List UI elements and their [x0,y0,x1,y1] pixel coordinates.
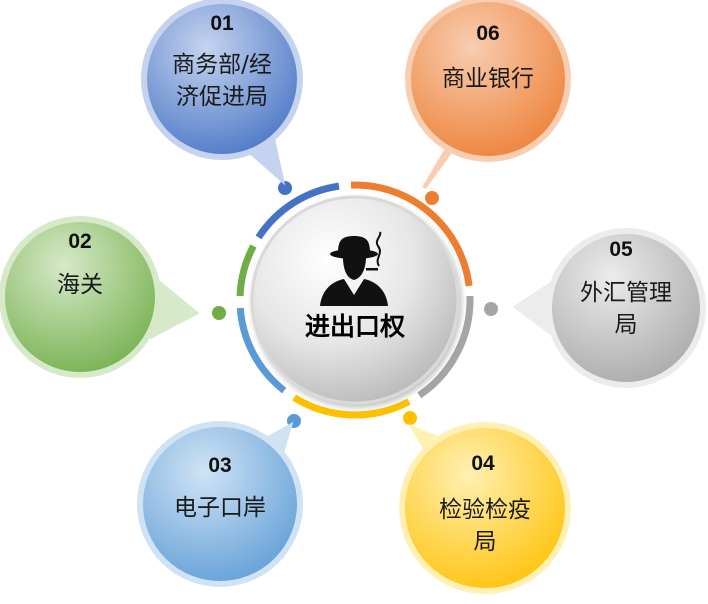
node-label-03-line-1: 电子口岸 [174,495,266,521]
connector-dot-01 [278,181,292,195]
ring-segment-06 [350,181,473,287]
node-number-05: 05 [609,238,633,261]
center-label: 进出口权 [305,312,405,341]
node-number-03: 03 [208,454,231,477]
node-label-01-line-1: 商务部/经 [172,52,272,78]
node-label-05-line-2: 局 [615,312,638,338]
node-label-02-line-1: 海关 [57,272,103,298]
node-number-06: 06 [476,22,499,45]
node-number-01: 01 [210,12,234,35]
center-node: 进出口权 [250,195,460,405]
bubble-02 [0,216,161,378]
connector-dot-06 [425,191,439,205]
connector-dots [212,181,498,428]
node-number-02: 02 [68,230,91,253]
node-03: 03 电子口岸 [137,421,303,587]
bubble-04 [399,422,571,594]
node-number-04: 04 [471,452,495,475]
bubble-01 [141,0,303,160]
ring-segment-01 [255,182,340,240]
node-02: 02 海关 [0,216,200,378]
bubble-06 [405,0,571,162]
spy-figure-icon [320,231,388,306]
node-label-05-line-1: 外汇管理 [580,280,672,306]
connector-dot-04 [403,411,417,425]
node-06: 06 商业银行 [405,0,571,190]
ring-segment-05 [417,295,474,399]
bubble-05 [546,228,706,388]
connector-dot-02 [212,306,226,320]
node-label-04-line-1: 检验检疫 [439,497,531,523]
bubble-03 [137,421,303,587]
ring [236,181,474,419]
connector-dot-05 [484,302,498,316]
node-label-01-line-2: 济促进局 [176,84,268,110]
ring-segment-02 [236,244,257,297]
ring-segment-03 [236,307,287,394]
node-label-06-line-1: 商业银行 [442,66,534,92]
node-label-04-line-2: 局 [474,529,497,555]
ring-segment-04 [292,394,411,419]
